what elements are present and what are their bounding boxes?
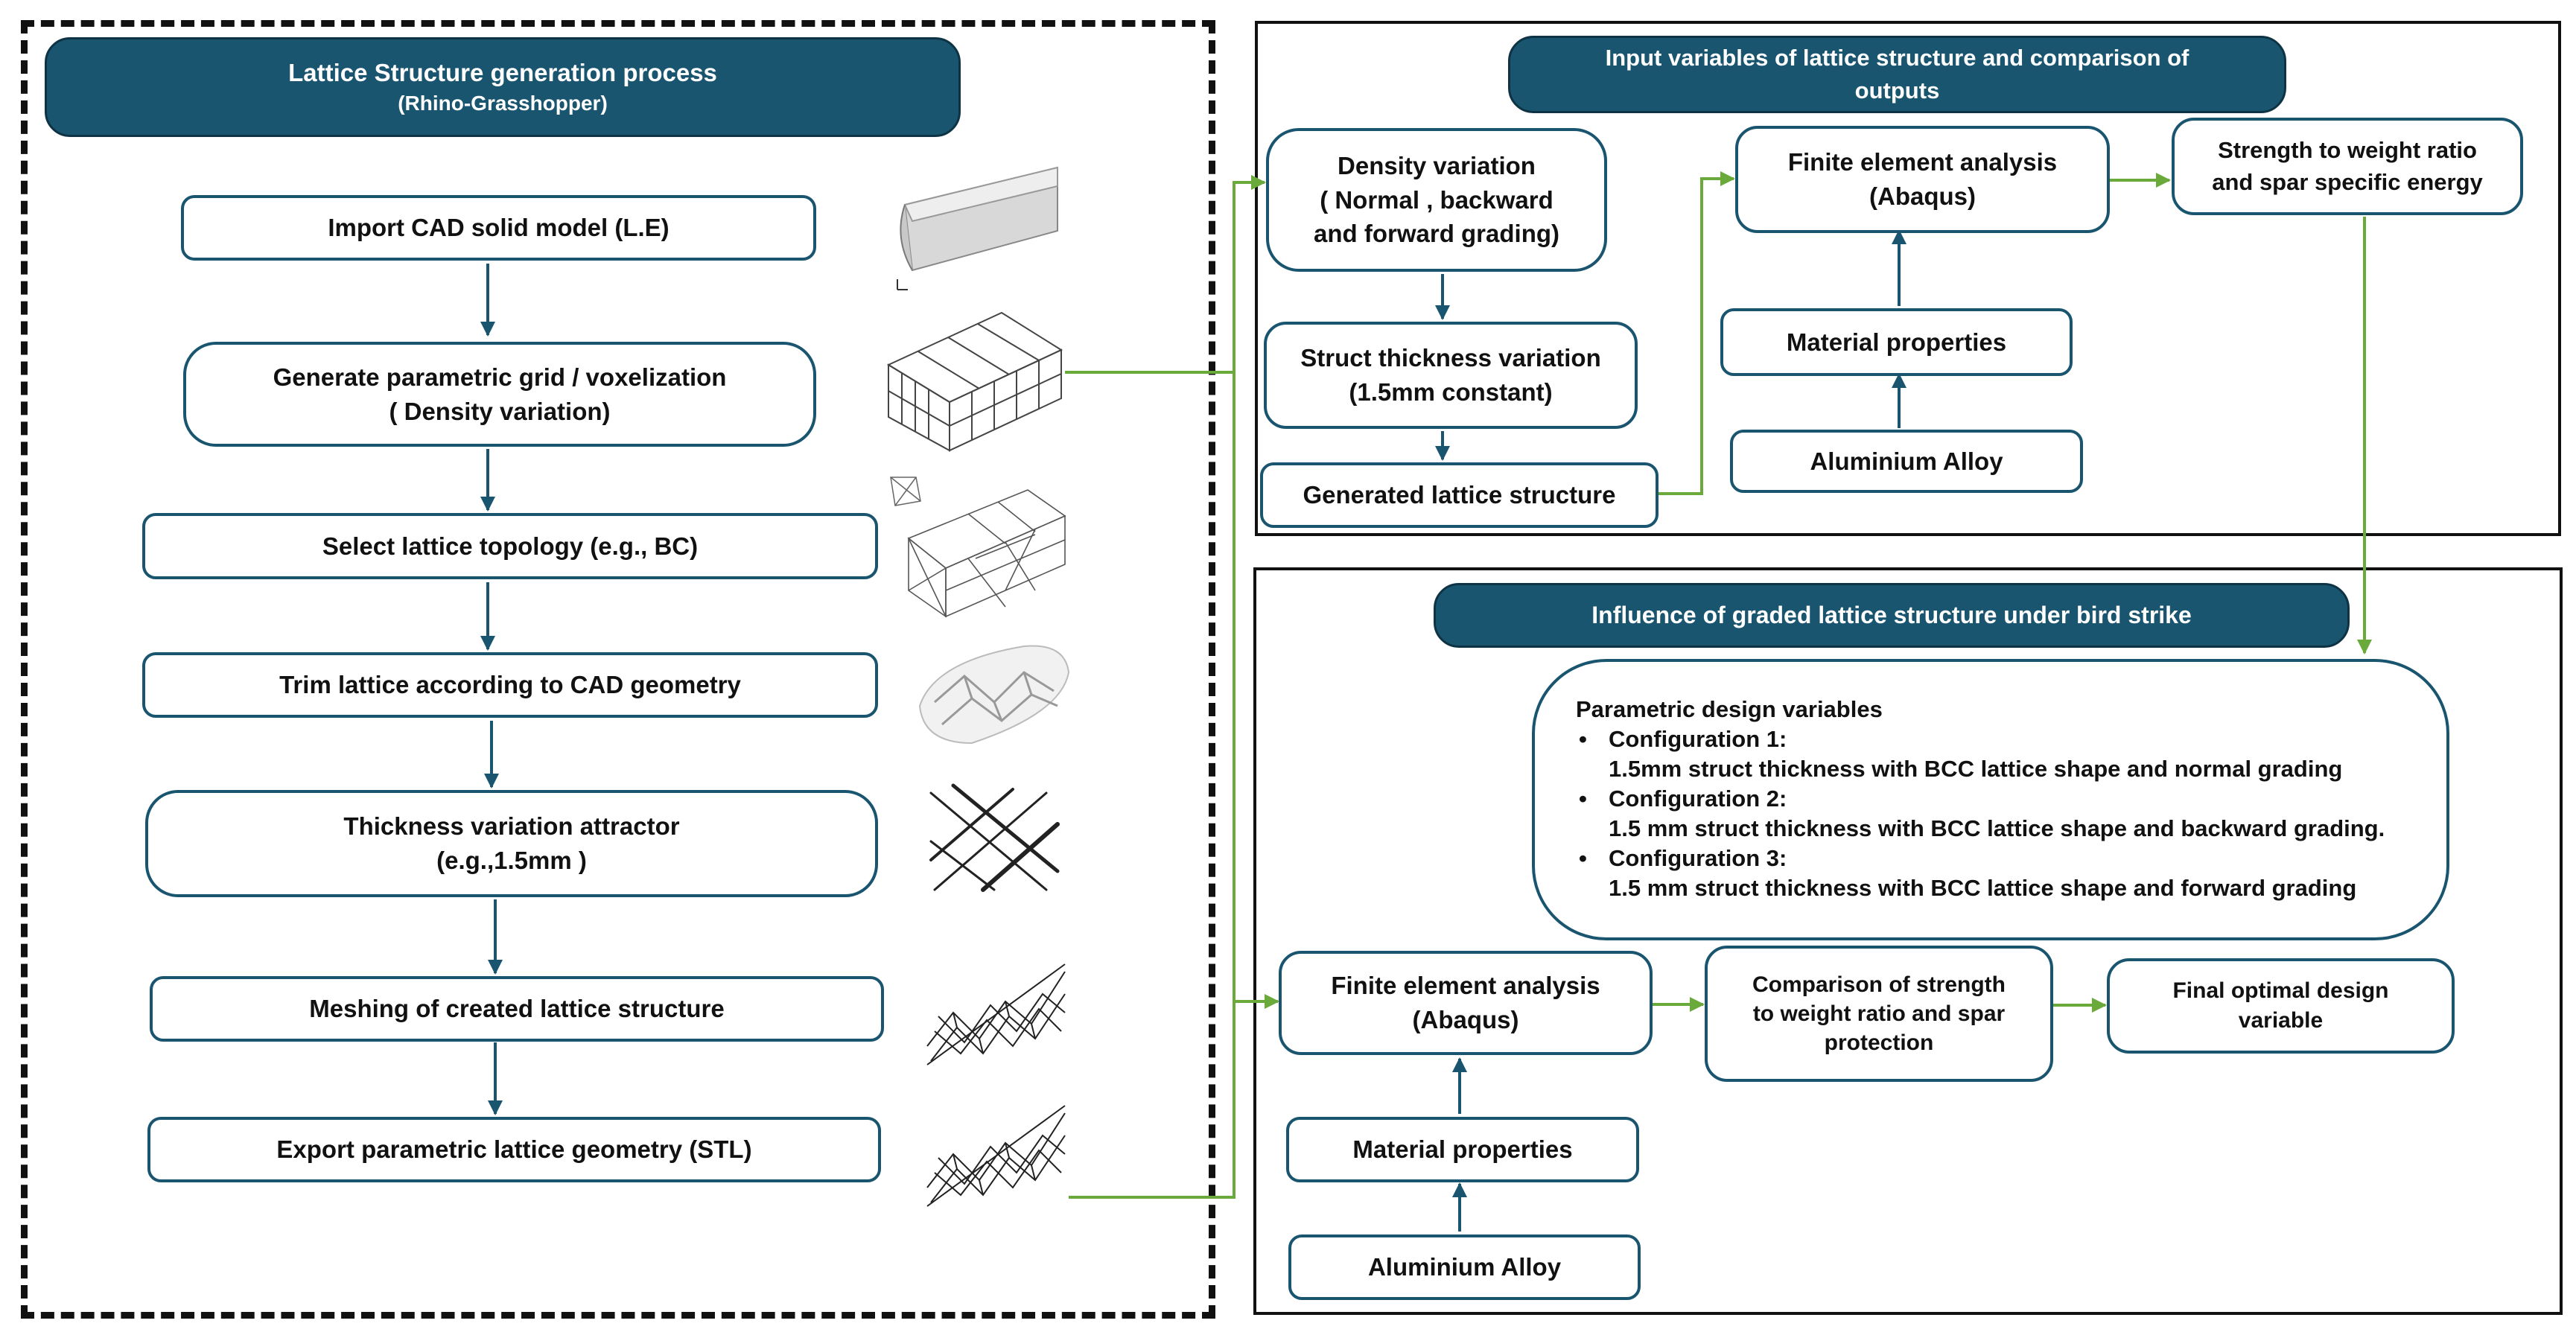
lattice-topology-image (886, 471, 1069, 624)
trim-lattice-step: Trim lattice according to CAD geometry (142, 652, 878, 718)
box-label: to weight ratio and spar (1752, 1001, 2006, 1026)
configuration-1-detail: 1.5mm struct thickness with BCC lattice … (1609, 756, 2343, 782)
configuration-2-detail: 1.5 mm struct thickness with BCC lattice… (1609, 815, 2385, 841)
box-label: (Abaqus) (1869, 182, 1976, 210)
fea-box-bottom: Finite element analysis (Abaqus) (1279, 951, 1653, 1055)
box-label: Struct thickness variation (1300, 344, 1601, 372)
link-line (1659, 171, 1735, 495)
step-label: Thickness variation attractor (343, 812, 680, 841)
bird-strike-header: Influence of graded lattice structure un… (1434, 583, 2350, 648)
step-label: Generate parametric grid / voxelization (273, 363, 727, 391)
box-label: ( Normal , backward (1320, 185, 1553, 214)
step-label: (e.g.,1.5mm ) (436, 847, 587, 874)
meshed-lattice-image (923, 942, 1069, 1068)
box-label: Density variation (1338, 152, 1536, 180)
parametric-variables-box: Parametric design variables Configuratio… (1532, 659, 2449, 940)
bird-strike-panel (1253, 567, 2563, 1315)
material-properties-box-bottom: Material properties (1286, 1117, 1639, 1182)
box-label: Aluminium Alloy (1367, 1253, 1562, 1281)
strut-thickness-box: Struct thickness variation (1.5mm consta… (1264, 322, 1638, 429)
lattice-generation-header: Lattice Structure generation process (Rh… (45, 37, 961, 137)
box-label: protection (1824, 1030, 1934, 1055)
voxel-grid-image (882, 290, 1065, 454)
input-variables-header: Input variables of lattice structure and… (1508, 36, 2286, 113)
step-label: Select lattice topology (e.g., BC) (322, 532, 699, 560)
box-label: (1.5mm constant) (1349, 378, 1553, 406)
header-title: Influence of graded lattice structure un… (1591, 602, 2192, 628)
density-variation-box: Density variation ( Normal , backward an… (1266, 128, 1607, 272)
generate-grid-step: Generate parametric grid / voxelization … (183, 342, 816, 447)
input-variables-panel (1255, 21, 2561, 536)
configuration-2-label: Configuration 2: (1576, 784, 2424, 814)
step-label: Trim lattice according to CAD geometry (279, 671, 741, 699)
configuration-1-label: Configuration 1: (1576, 724, 2424, 754)
box-label: Finite element analysis (1787, 148, 2058, 176)
box-label: and forward grading) (1314, 220, 1559, 248)
box-label: (Abaqus) (1412, 1006, 1519, 1033)
parametric-list: Parametric design variables Configuratio… (1576, 695, 2424, 903)
step-label: Import CAD solid model (L.E) (328, 214, 670, 242)
strength-ratio-box: Strength to weight ratio and spar specif… (2172, 118, 2523, 215)
export-stl-step: Export parametric lattice geometry (STL) (147, 1117, 881, 1182)
box-label: Comparison of strength (1752, 972, 2006, 997)
box-label: and spar specific energy (2212, 168, 2483, 195)
header-title: Input variables of lattice structure and… (1605, 44, 2189, 71)
configuration-3-detail: 1.5 mm struct thickness with BCC lattice… (1609, 875, 2357, 901)
box-label: Material properties (1786, 328, 2007, 356)
step-label: ( Density variation) (389, 397, 611, 425)
material-properties-box-top: Material properties (1720, 308, 2073, 376)
thickness-attractor-step: Thickness variation attractor (e.g.,1.5m… (145, 790, 878, 897)
parametric-heading: Parametric design variables (1576, 696, 1883, 722)
fea-box-top: Finite element analysis (Abaqus) (1735, 126, 2110, 233)
box-label: Strength to weight ratio (2218, 136, 2477, 163)
link-line (1060, 175, 1266, 374)
trimmed-lattice-image (912, 631, 1072, 751)
import-cad-step: Import CAD solid model (L.E) (181, 195, 816, 261)
configuration-3-label: Configuration 3: (1576, 844, 2424, 873)
generated-lattice-box: Generated lattice structure (1260, 462, 1659, 528)
comparison-box: Comparison of strength to weight ratio a… (1705, 946, 2053, 1082)
header-subtitle: (Rhino-Grasshopper) (398, 92, 608, 115)
lattice-generation-panel (21, 20, 1215, 1319)
header-title: outputs (1854, 77, 1940, 103)
strut-attractor-image (923, 778, 1065, 897)
box-label: Aluminium Alloy (1810, 447, 2003, 475)
step-label: Meshing of created lattice structure (309, 995, 725, 1023)
link-line (1060, 994, 1279, 1199)
final-design-box: Final optimal design variable (2107, 958, 2455, 1054)
step-label: Export parametric lattice geometry (STL) (276, 1135, 752, 1164)
box-label: Final optimal design (2172, 978, 2389, 1003)
aluminium-alloy-box-top: Aluminium Alloy (1730, 430, 2083, 493)
stl-lattice-image (923, 1080, 1069, 1210)
aluminium-alloy-box-bottom: Aluminium Alloy (1288, 1234, 1641, 1300)
box-label: Material properties (1352, 1135, 1573, 1164)
select-topology-step: Select lattice topology (e.g., BC) (142, 513, 878, 579)
leading-edge-cad-image (890, 153, 1069, 294)
box-label: Generated lattice structure (1303, 481, 1616, 509)
box-label: variable (2238, 1008, 2324, 1033)
header-title: Lattice Structure generation process (288, 59, 717, 86)
meshing-step: Meshing of created lattice structure (150, 976, 884, 1042)
box-label: Finite element analysis (1331, 972, 1600, 1000)
